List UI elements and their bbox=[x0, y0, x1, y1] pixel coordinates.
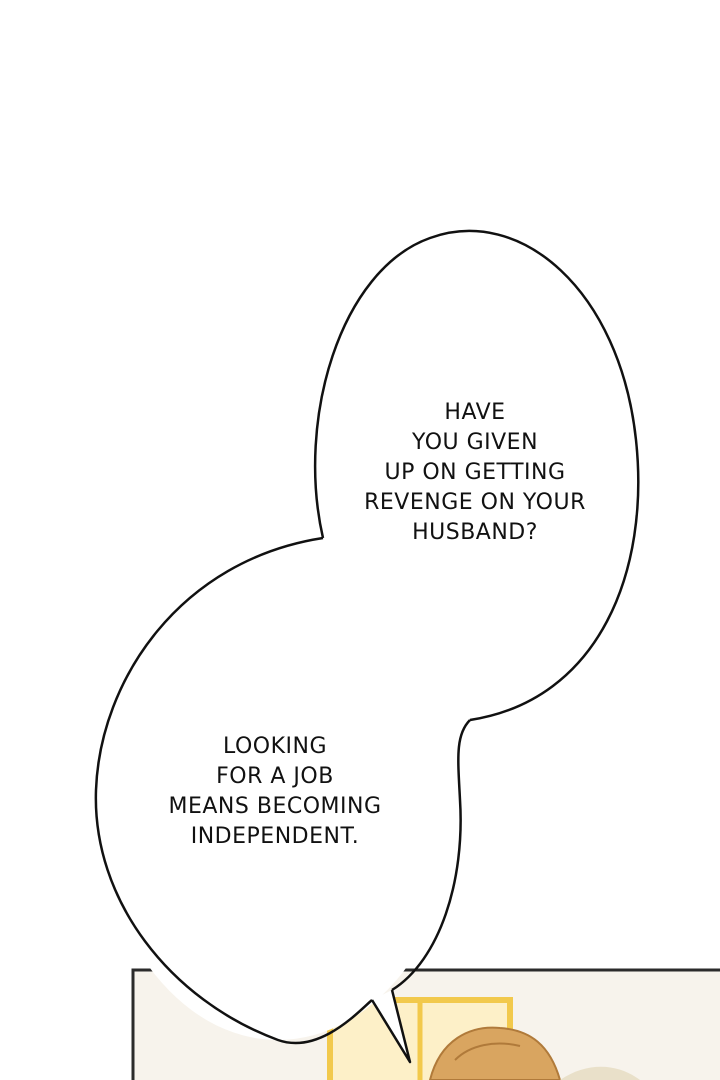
dialogue-line: HUSBAND? bbox=[412, 520, 538, 545]
dialogue-line: LOOKING bbox=[222, 734, 328, 759]
lower-bubble-fill bbox=[95, 536, 461, 1040]
speech-bubbles bbox=[94, 229, 640, 1064]
character-hair bbox=[428, 1026, 562, 1080]
dialogue-line: YOU GIVEN bbox=[411, 430, 539, 455]
dialogue-line: REVENGE ON YOUR bbox=[364, 490, 586, 515]
upper-bubble-text: HAVE YOU GIVEN UP ON GETTING REVENGE ON … bbox=[340, 398, 610, 548]
lower-bubble-text: LOOKING FOR A JOB MEANS BECOMING INDEPEN… bbox=[150, 732, 400, 852]
dialogue-line: MEANS BECOMING bbox=[168, 794, 382, 819]
dialogue-line: UP ON GETTING bbox=[384, 460, 566, 485]
character-hair-strand bbox=[454, 1042, 521, 1061]
dialogue-line: FOR A JOB bbox=[216, 764, 334, 789]
bubble-tail-outline bbox=[370, 989, 412, 1064]
lower-panel bbox=[131, 968, 720, 1080]
upper-bubble-outline bbox=[313, 229, 640, 722]
dialogue-line: HAVE bbox=[444, 400, 506, 425]
background-foliage bbox=[560, 1066, 640, 1080]
bubble-tail-fill bbox=[372, 990, 410, 1062]
dialogue-line: INDEPENDENT. bbox=[190, 824, 360, 849]
lower-bubble-outline bbox=[94, 536, 471, 1045]
